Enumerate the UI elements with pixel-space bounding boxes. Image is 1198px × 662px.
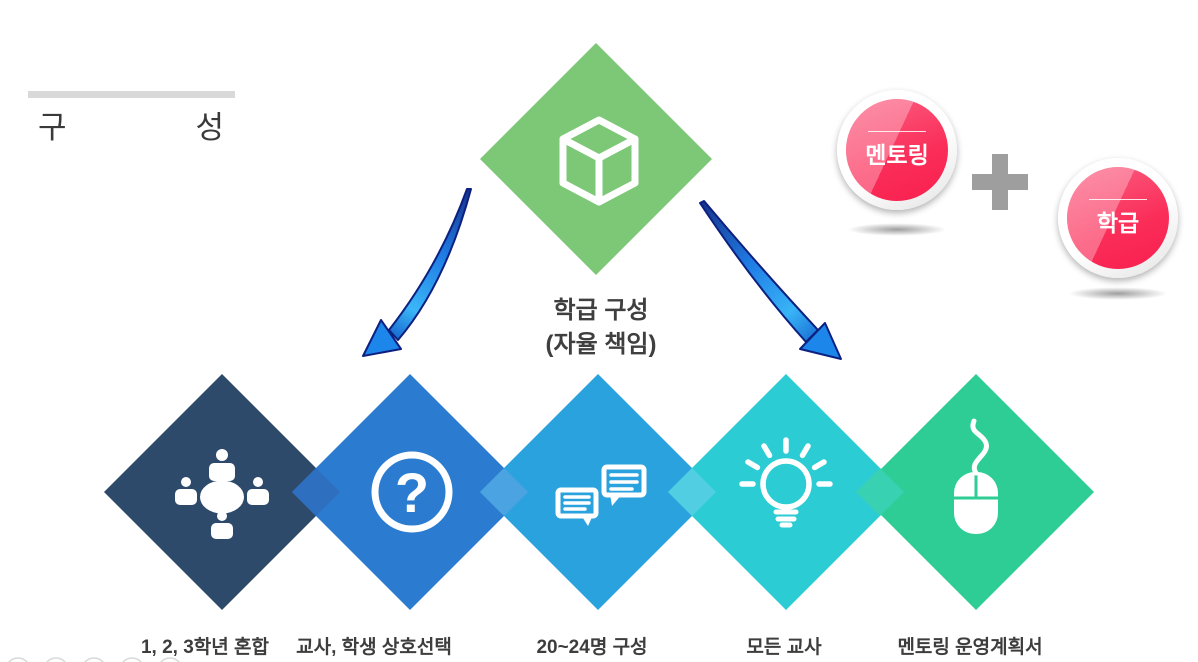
class-badge: 학급 [1058, 158, 1178, 278]
overlap-diamond-4 [856, 468, 904, 516]
class-badge-shadow [1060, 286, 1176, 301]
overlap-diamond-2 [480, 468, 528, 516]
title-accent-bar [28, 91, 235, 98]
meeting-group-icon [175, 449, 269, 539]
overlap-diamond-3 [668, 468, 716, 516]
left-curved-arrow [362, 188, 472, 357]
question-mark-icon: ? [371, 451, 453, 533]
lightbulb-icon [739, 437, 833, 528]
step-label-1: 1, 2, 3학년 혼합 [140, 637, 270, 658]
title-char-left: 구 [38, 110, 67, 145]
step-diamond-2 [292, 374, 528, 610]
right-curved-arrow [699, 200, 842, 360]
top-diamond-caption: 학급 구성 (자율 책임) [546, 294, 657, 361]
caption-line-1: 학급 구성 [553, 297, 649, 324]
step-label-4: 모든 교사 [746, 637, 822, 658]
title-char-right: 성 [195, 110, 224, 145]
badge-line-decoration [1089, 198, 1147, 200]
page-title: 구 성 [38, 102, 224, 147]
mouse-icon [954, 418, 998, 534]
mentoring-badge-shadow [839, 222, 955, 237]
question-glyph: ? [395, 461, 429, 524]
faint-circles [8, 657, 180, 662]
chat-bubbles-icon [555, 464, 647, 526]
mentoring-badge-label: 멘토링 [865, 141, 929, 168]
step-label-5: 멘토링 운영계획서 [897, 637, 1043, 658]
caption-line-2: (자율 책임) [545, 330, 657, 358]
step-label-3: 20~24명 구성 [536, 637, 648, 658]
badge-line-decoration [868, 130, 926, 132]
cube-icon [559, 116, 639, 206]
overlap-diamond-1 [292, 468, 340, 516]
step-diamond-4 [668, 374, 904, 610]
mentoring-badge: 멘토링 [837, 90, 957, 210]
plus-icon [972, 154, 1028, 210]
class-badge-label: 학급 [1096, 209, 1140, 236]
step-label-2: 교사, 학생 상호선택 [296, 637, 452, 658]
